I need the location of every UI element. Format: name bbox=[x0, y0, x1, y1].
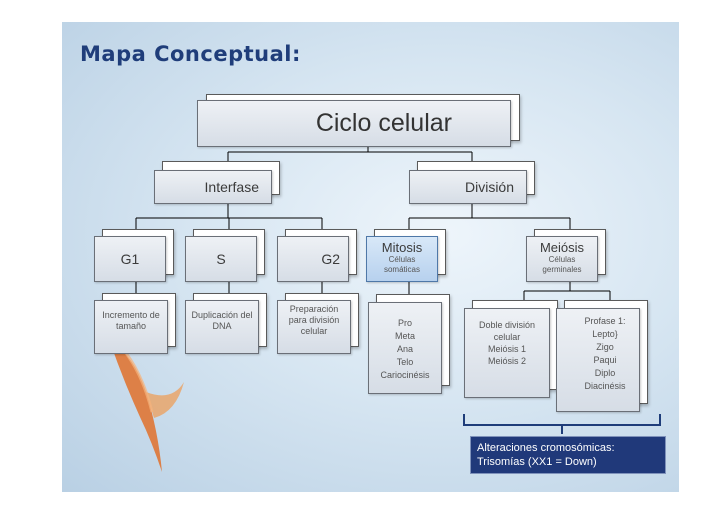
callout-line: Alteraciones cromosómicas: bbox=[477, 441, 659, 455]
detail-line: celular bbox=[494, 331, 521, 343]
detail-line: Preparación bbox=[290, 304, 339, 315]
profase-line: Lepto} bbox=[592, 328, 618, 341]
node-g2-detail: Preparación para división celular bbox=[277, 300, 351, 354]
node-mitosis: Mitosis Células somáticas bbox=[366, 236, 438, 282]
detail-line: celular bbox=[301, 326, 328, 337]
bracket bbox=[464, 414, 660, 434]
node-interfase: Interfase bbox=[154, 170, 272, 204]
detail-line: para división bbox=[289, 315, 340, 326]
stage-line: Meta bbox=[395, 330, 415, 343]
node-g1-detail-text: Incremento de tamaño bbox=[102, 310, 160, 332]
callout-chromosomal-alterations: Alteraciones cromosómicas: Trisomías (XX… bbox=[470, 436, 666, 474]
node-mitosis-label: Mitosis bbox=[382, 240, 422, 255]
stage-line: Cariocinésis bbox=[380, 369, 429, 382]
node-mitosis-stages-text: Pro Meta Ana Telo Cariocinésis bbox=[380, 317, 429, 382]
detail-line: Doble división bbox=[479, 319, 535, 331]
stage-line: Pro bbox=[398, 317, 412, 330]
node-profase: Profase 1: Lepto} Zigo Paqui Diplo Diaci… bbox=[556, 308, 640, 412]
stage-line: Telo bbox=[397, 356, 414, 369]
profase-line: Diplo bbox=[595, 367, 616, 380]
node-interfase-label: Interfase bbox=[205, 179, 259, 195]
node-mitosis-sub-line: somáticas bbox=[384, 265, 420, 275]
node-mitosis-stages: Pro Meta Ana Telo Cariocinésis bbox=[368, 302, 442, 394]
node-ciclo-celular-label: Ciclo celular bbox=[316, 109, 452, 138]
node-meiosis: Meiósis Células germinales bbox=[526, 236, 598, 282]
stage-line: Ana bbox=[397, 343, 413, 356]
node-profase-text: Profase 1: Lepto} Zigo Paqui Diplo Diaci… bbox=[584, 315, 625, 393]
node-s-detail-text: Duplicación del DNA bbox=[191, 310, 252, 332]
profase-line: Paqui bbox=[593, 354, 616, 367]
detail-line: Meiósis 2 bbox=[488, 355, 526, 367]
node-division: División bbox=[409, 170, 527, 204]
node-s-detail: Duplicación del DNA bbox=[185, 300, 259, 354]
node-division-label: División bbox=[465, 179, 514, 195]
detail-line: DNA bbox=[212, 321, 231, 332]
node-meiosis-detail: Doble división celular Meiósis 1 Meiósis… bbox=[464, 308, 550, 398]
node-meiosis-sub-line: Células bbox=[549, 255, 576, 265]
node-mitosis-sub: Células somáticas bbox=[384, 255, 420, 275]
slide: Mapa Conceptual: Ciclo celular Inte bbox=[62, 22, 679, 492]
node-g2-detail-text: Preparación para división celular bbox=[289, 304, 340, 337]
detail-line: Meiósis 1 bbox=[488, 343, 526, 355]
node-s: S bbox=[185, 236, 257, 282]
profase-line: Diacinésis bbox=[584, 380, 625, 393]
detail-line: Incremento de bbox=[102, 310, 160, 321]
node-ciclo-celular: Ciclo celular bbox=[197, 100, 511, 147]
node-g1: G1 bbox=[94, 236, 166, 282]
node-meiosis-sub: Células germinales bbox=[542, 255, 581, 275]
node-g2: G2 bbox=[277, 236, 349, 282]
detail-line: tamaño bbox=[116, 321, 146, 332]
callout-line: Trisomías (XX1 = Down) bbox=[477, 455, 659, 469]
profase-line: Zigo bbox=[596, 341, 614, 354]
node-g2-label: G2 bbox=[321, 251, 340, 267]
profase-line: Profase 1: bbox=[584, 315, 625, 328]
node-s-label: S bbox=[216, 251, 225, 267]
detail-line: Duplicación del bbox=[191, 310, 252, 321]
node-meiosis-sub-line: germinales bbox=[542, 265, 581, 275]
node-meiosis-detail-text: Doble división celular Meiósis 1 Meiósis… bbox=[479, 319, 535, 367]
node-g1-label: G1 bbox=[121, 251, 140, 267]
node-mitosis-sub-line: Células bbox=[389, 255, 416, 265]
node-meiosis-label: Meiósis bbox=[540, 240, 584, 255]
node-g1-detail: Incremento de tamaño bbox=[94, 300, 168, 354]
